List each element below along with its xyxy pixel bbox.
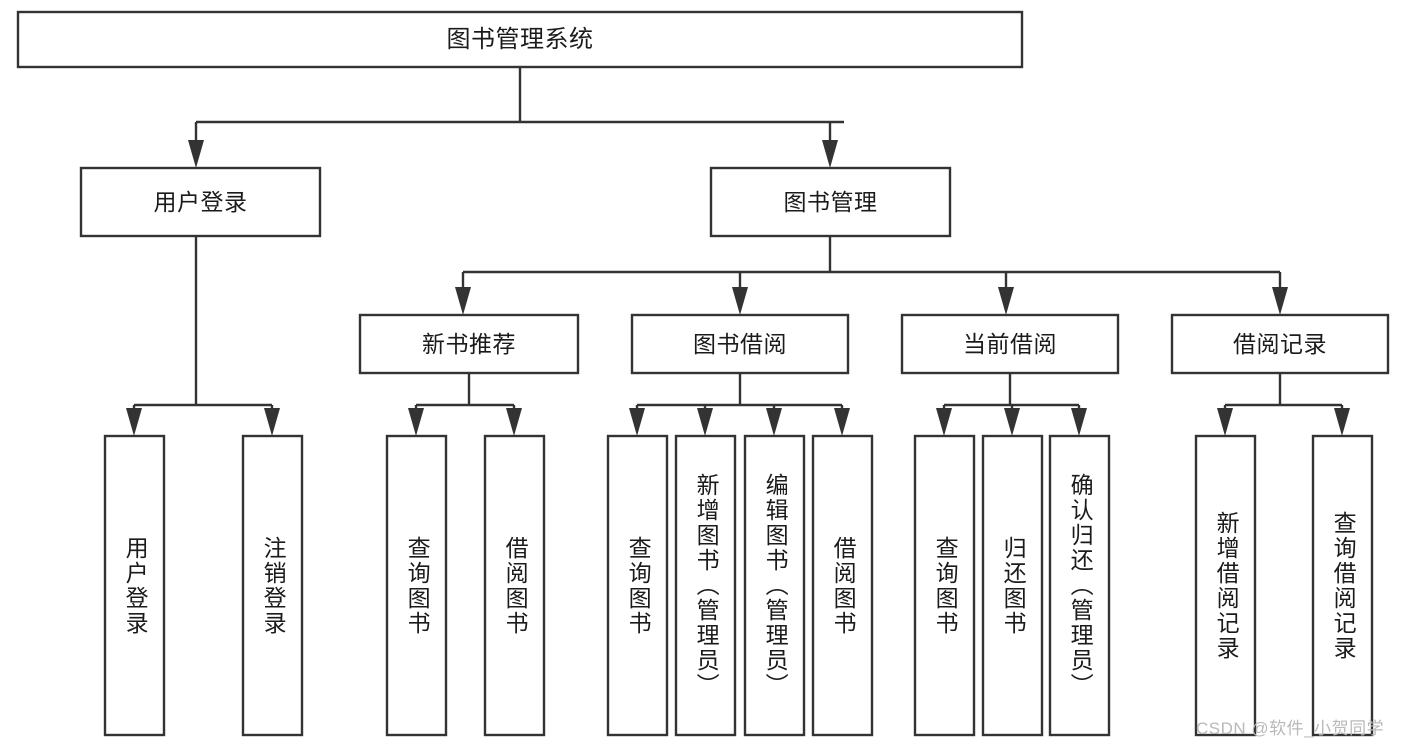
node-box-leaf-confirm-return-admin[interactable] <box>1048 434 1111 737</box>
connector-group-current-borrow <box>936 373 1087 436</box>
node-box-leaf-query-borrow-record[interactable] <box>1311 434 1374 737</box>
arrow-head-leaf-user-login <box>126 408 142 436</box>
arrow-head-leaf-confirm-return-admin <box>1071 408 1087 436</box>
arrow-head-leaf-logout-login <box>264 408 280 436</box>
arrow-head-leaf-query-book-2 <box>629 408 645 436</box>
connector-group-new-book-recommend <box>408 373 522 436</box>
arrow-head-leaf-add-borrow-record <box>1217 408 1233 436</box>
arrow-head-leaf-query-borrow-record <box>1334 408 1350 436</box>
node-box-leaf-logout-login[interactable] <box>241 434 304 737</box>
arrow-head-book-manage <box>822 140 838 168</box>
node-box-leaf-query-book-3[interactable] <box>913 434 976 737</box>
node-box-user-login[interactable] <box>79 166 322 238</box>
node-box-leaf-borrow-book-1[interactable] <box>483 434 546 737</box>
node-box-root[interactable] <box>16 10 1024 69</box>
arrow-head-leaf-add-book-admin <box>697 408 713 436</box>
node-box-borrow-record[interactable] <box>1170 313 1390 375</box>
node-box-leaf-return-book[interactable] <box>981 434 1044 737</box>
node-box-leaf-borrow-book-2[interactable] <box>811 434 874 737</box>
arrow-head-leaf-query-book-3 <box>936 408 952 436</box>
arrow-head-leaf-edit-book-admin <box>766 408 782 436</box>
watermark-text: CSDN @软件_小贺同学 <box>1196 719 1385 738</box>
node-box-leaf-add-book-admin[interactable] <box>674 434 737 737</box>
arrow-head-book-borrow <box>732 287 748 315</box>
node-box-leaf-query-book-2[interactable] <box>606 434 669 737</box>
connector-group-root <box>188 68 844 168</box>
arrow-head-leaf-borrow-book-1 <box>506 408 522 436</box>
arrow-head-user-login <box>188 140 204 168</box>
connector-group-book-borrow <box>629 373 850 436</box>
arrow-head-leaf-query-book-1 <box>408 408 424 436</box>
connector-group-user-login <box>126 236 280 436</box>
node-box-book-borrow[interactable] <box>630 313 850 375</box>
arrow-head-leaf-borrow-book-2 <box>834 408 850 436</box>
arrow-head-current-borrow <box>998 287 1014 315</box>
connector-group-borrow-record <box>1217 373 1350 436</box>
node-box-book-manage[interactable] <box>709 166 952 238</box>
node-box-leaf-add-borrow-record[interactable] <box>1194 434 1257 737</box>
arrow-head-new-book-recommend <box>455 287 471 315</box>
connector-group-book-manage <box>455 236 1288 315</box>
node-box-leaf-user-login[interactable] <box>103 434 166 737</box>
node-box-new-book-recommend[interactable] <box>358 313 580 375</box>
arrow-head-borrow-record <box>1272 287 1288 315</box>
arrow-head-leaf-return-book <box>1004 408 1020 436</box>
node-box-leaf-query-book-1[interactable] <box>385 434 448 737</box>
node-box-leaf-edit-book-admin[interactable] <box>743 434 806 737</box>
node-box-current-borrow[interactable] <box>900 313 1120 375</box>
